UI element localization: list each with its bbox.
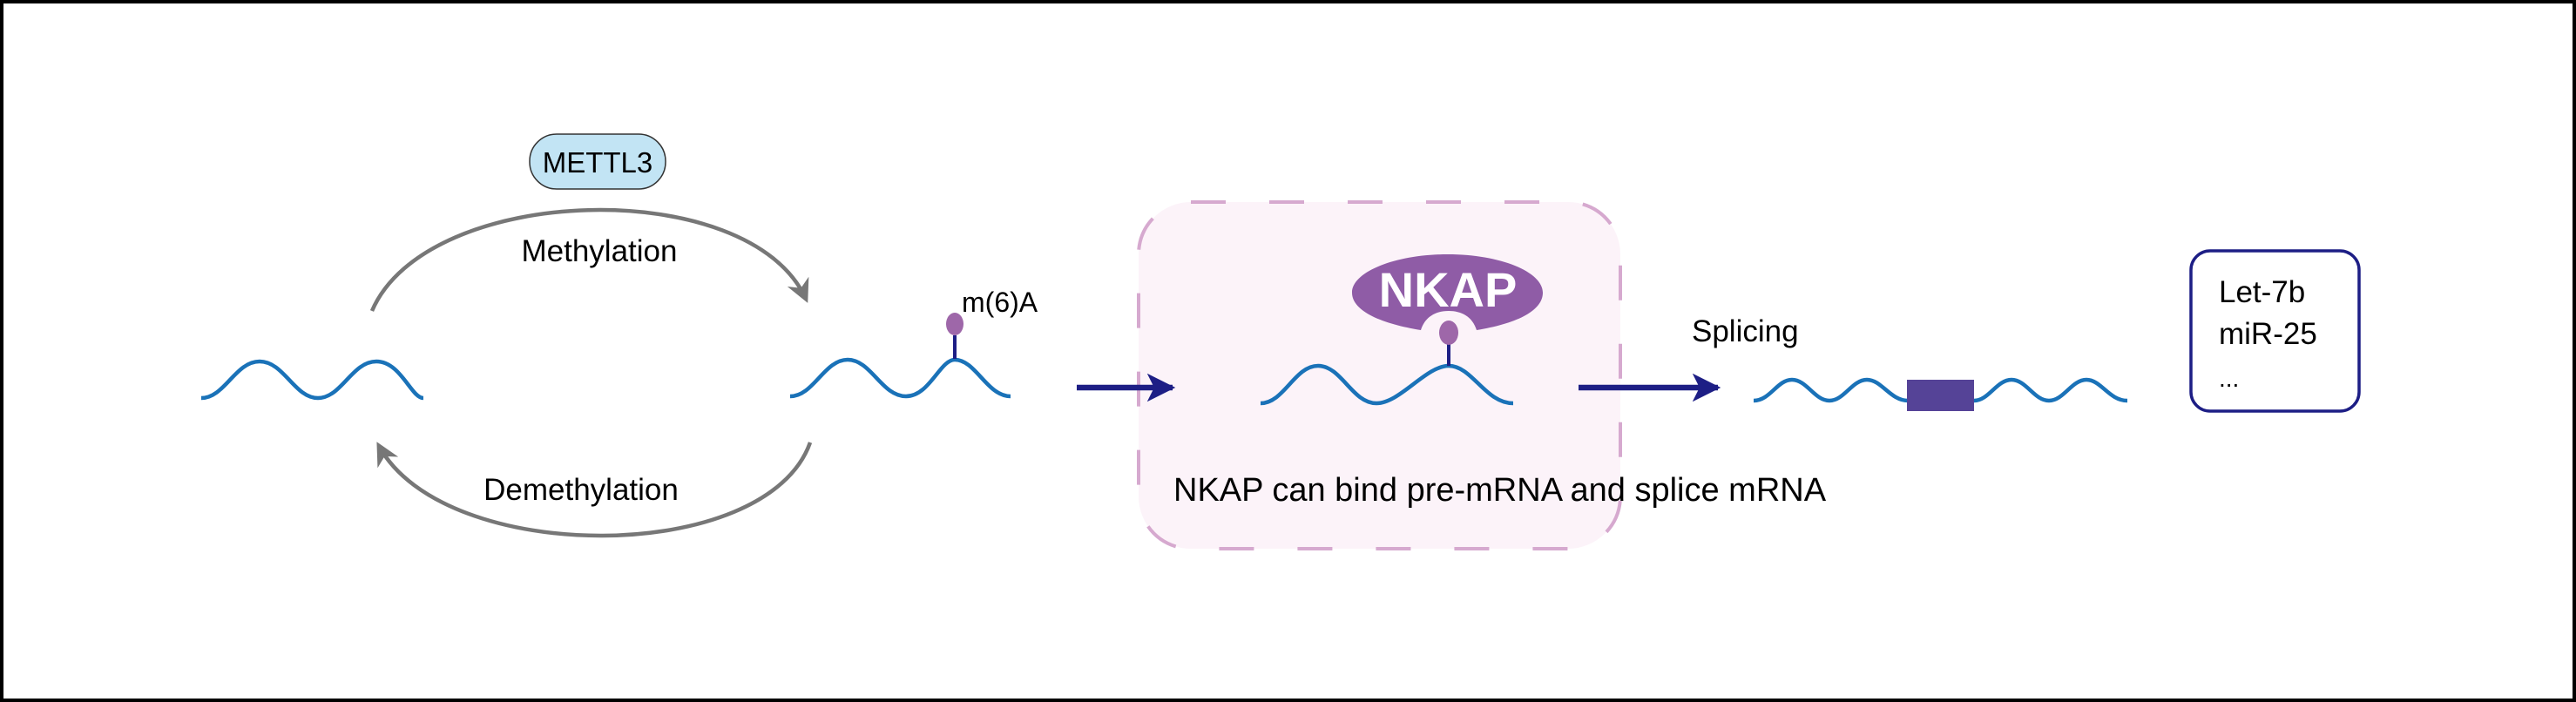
methylation-label: Methylation: [522, 234, 678, 268]
mettl3-pill: [529, 133, 666, 190]
unmethylated-rna: [200, 359, 424, 401]
nkap-caption: NKAP can bind pre-mRNA and splice mRNA: [1173, 472, 1827, 509]
product-item-more: ...: [2219, 365, 2239, 392]
bound-pre-mrna-strand: [1260, 363, 1514, 406]
bound-pre-mrna: [1260, 321, 1514, 406]
mettl3-label: METTL3: [543, 146, 653, 179]
methylated-rna-strand: [789, 357, 1011, 399]
spliced-mrna-right: [1973, 377, 2128, 403]
product-item: Let-7b: [2219, 275, 2305, 309]
spliced-mrna-left: [1753, 377, 1909, 403]
mettl3-enzyme: METTL3: [529, 133, 666, 190]
methylation-arrow: [369, 207, 809, 312]
product-item: miR-25: [2219, 317, 2317, 351]
splicing-label: Splicing: [1692, 314, 1799, 348]
nkap-protein: NKAP: [1352, 254, 1543, 330]
spliced-mrna: [1753, 377, 2128, 411]
nkap-ellipse: [1352, 254, 1543, 330]
exon-block: [1907, 380, 1974, 411]
m6a-label: m(6)A: [962, 287, 1038, 318]
m6a-marker-icon: [946, 313, 963, 335]
nkap-label: NKAP: [1379, 262, 1518, 317]
products-box-frame: [2189, 249, 2361, 413]
demethylation-arrow: [376, 442, 813, 538]
methylated-rna: m(6)A: [789, 287, 1038, 399]
products-box: Let-7b miR-25 ...: [2189, 249, 2361, 413]
bound-m6a-marker-icon: [1439, 321, 1458, 345]
demethylation-label: Demethylation: [483, 473, 679, 507]
